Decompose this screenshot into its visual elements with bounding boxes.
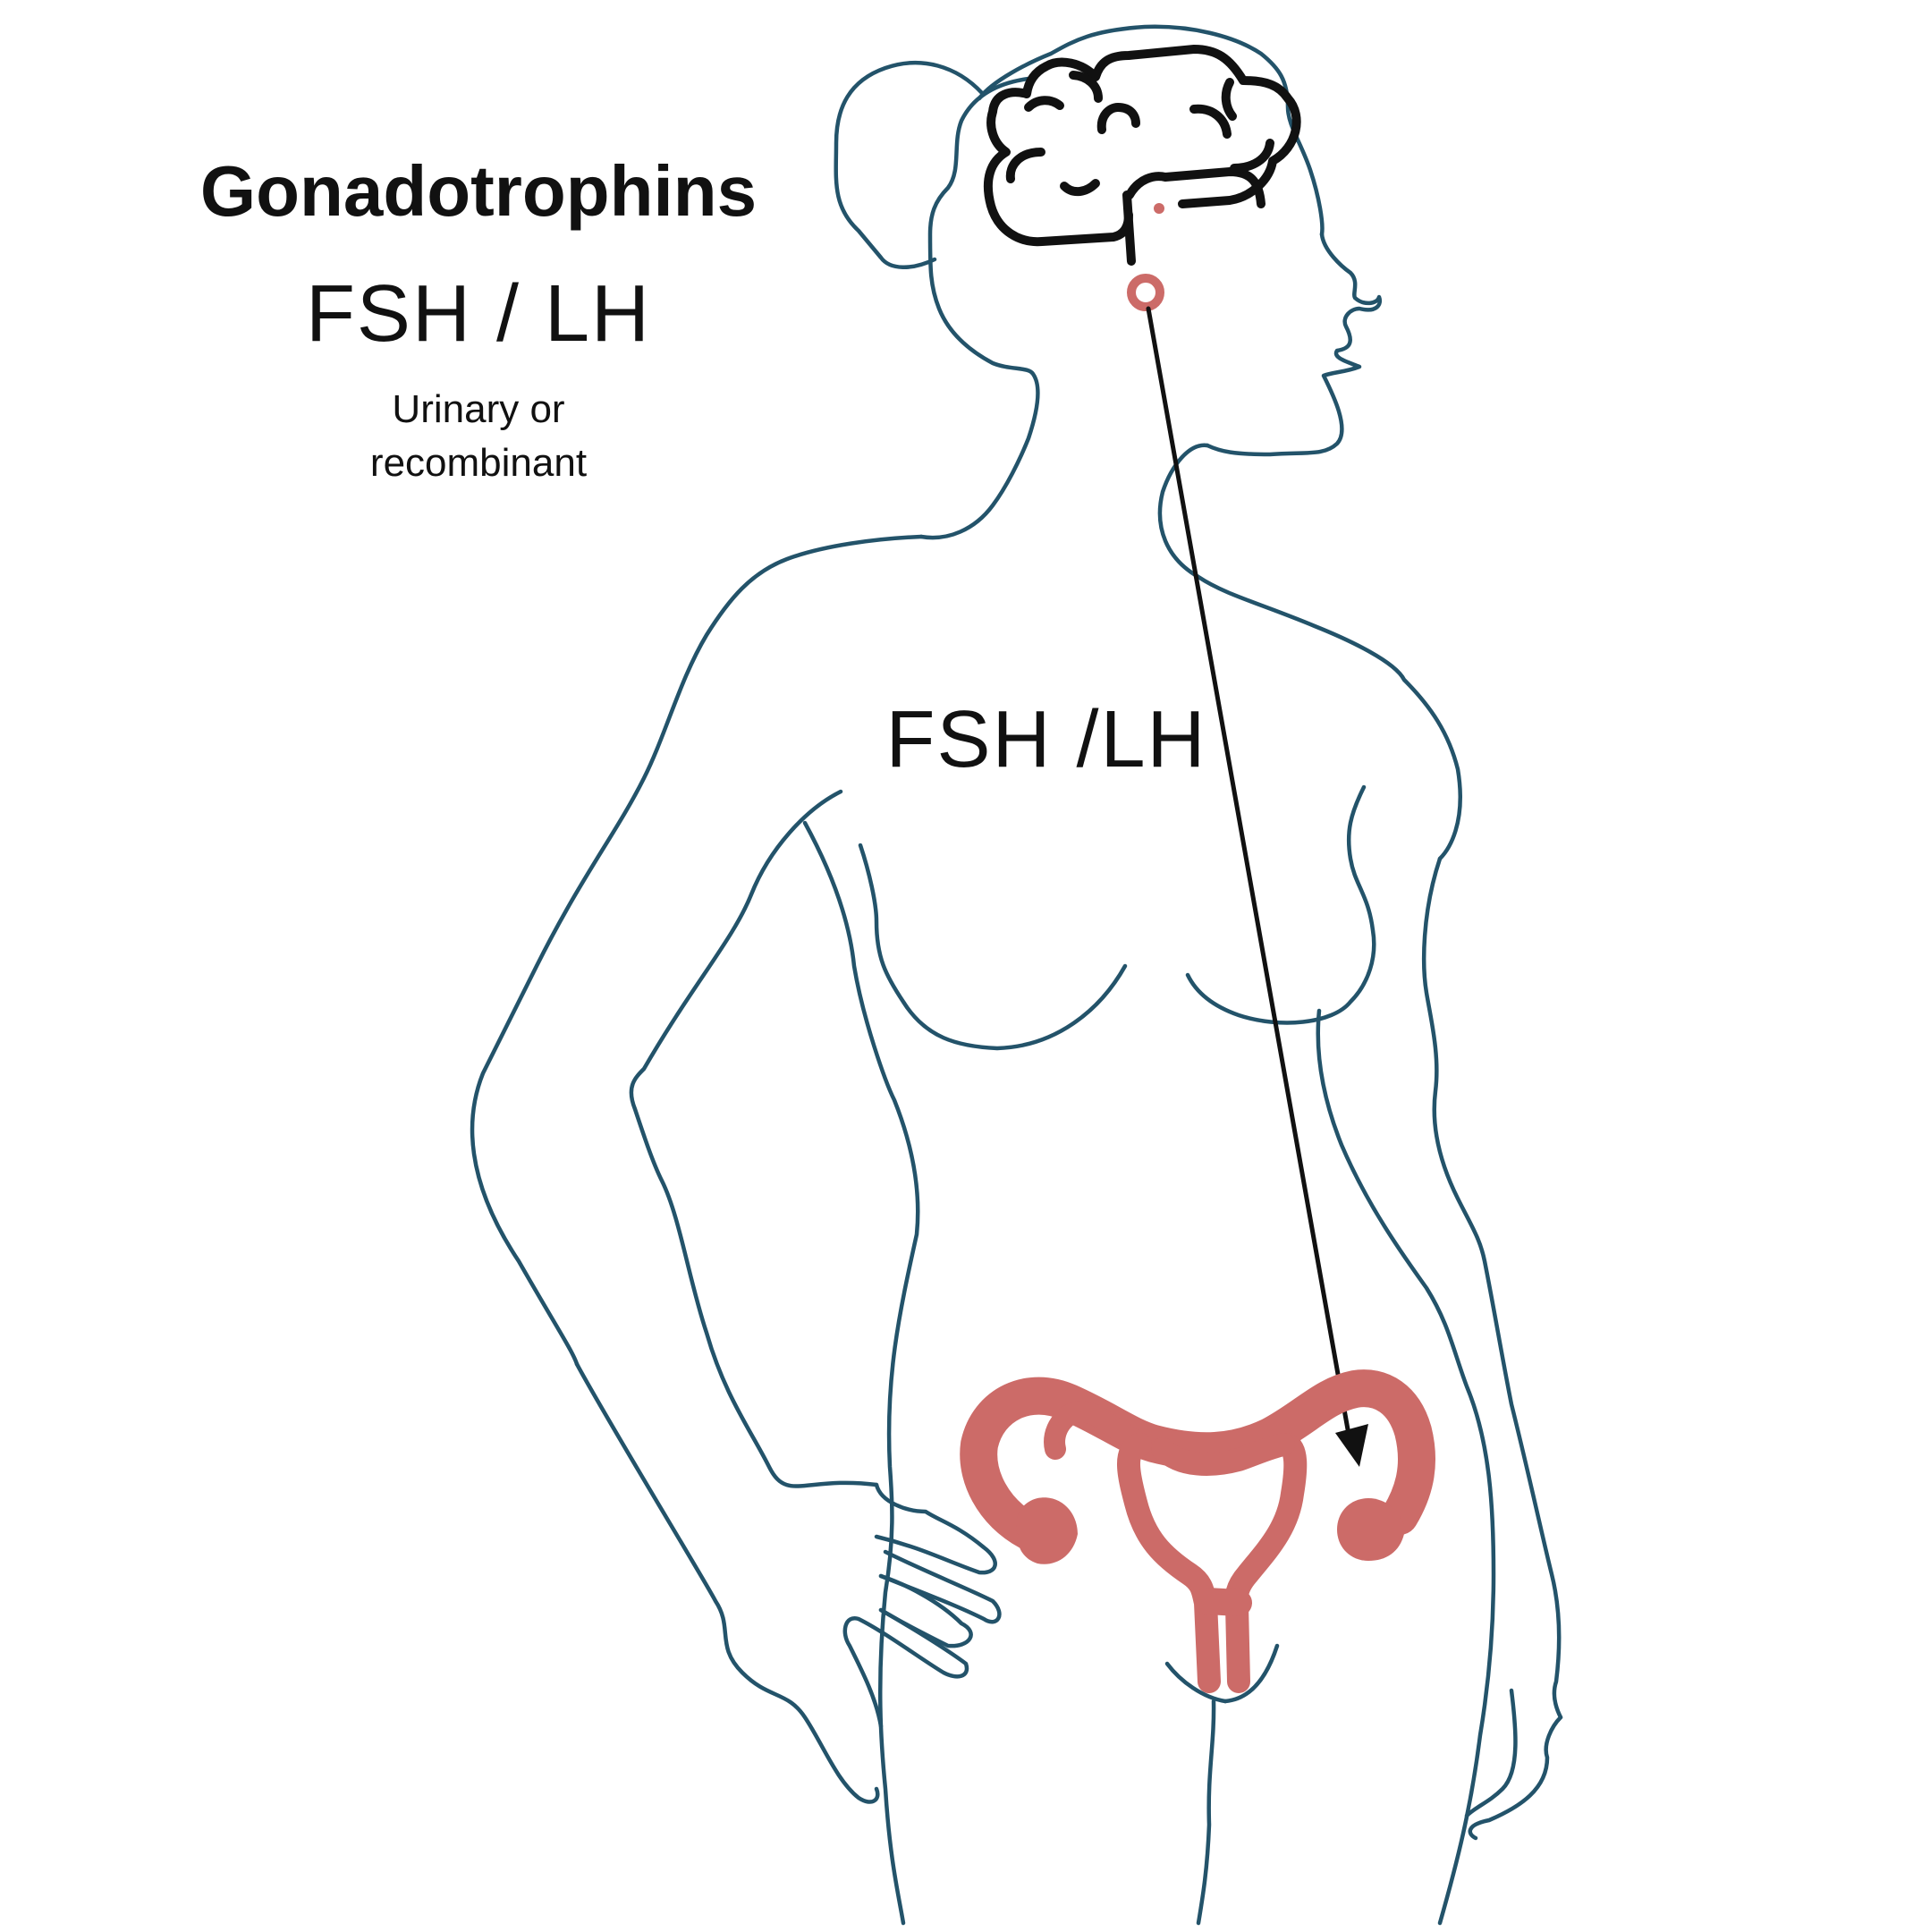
pituitary-gland-icon — [1127, 203, 1164, 311]
head-top — [977, 24, 1325, 237]
hair-bun — [834, 61, 985, 269]
left-arm-outer — [574, 1361, 880, 1804]
arrow-down-icon — [1146, 306, 1368, 1467]
hormone-label-body: FSH /LH — [885, 695, 1207, 784]
breast-right — [1185, 784, 1376, 1025]
crotch-left — [1164, 1661, 1228, 1704]
hairline — [918, 76, 1040, 540]
hand-finger-2 — [878, 1549, 1002, 1624]
breast-left — [858, 843, 1128, 1051]
uterus-ovaries-icon — [960, 1369, 1436, 1693]
right-arm-lower — [1468, 1715, 1563, 1841]
waist-left — [802, 820, 920, 1926]
inner-leg — [1196, 1699, 1216, 1926]
crotch-right — [1223, 1643, 1280, 1704]
brain-icon — [983, 45, 1301, 266]
body-outline — [470, 24, 1563, 1926]
left-arm-inner — [629, 789, 879, 1488]
hand-finger-4 — [842, 1607, 969, 1729]
right-thigh-line — [1464, 1688, 1518, 1818]
hormone-label-top: FSH / LH — [305, 269, 652, 359]
face-profile — [1205, 232, 1382, 457]
neck-front — [1157, 443, 1462, 861]
right-hip-inner — [1316, 1008, 1496, 1926]
left-shoulder — [470, 534, 924, 1367]
diagram-title: Gonadotrophins — [199, 151, 758, 231]
waist-right — [1421, 856, 1563, 1720]
hand — [874, 1482, 997, 1575]
source-note: Urinary or recombinant — [369, 387, 588, 485]
